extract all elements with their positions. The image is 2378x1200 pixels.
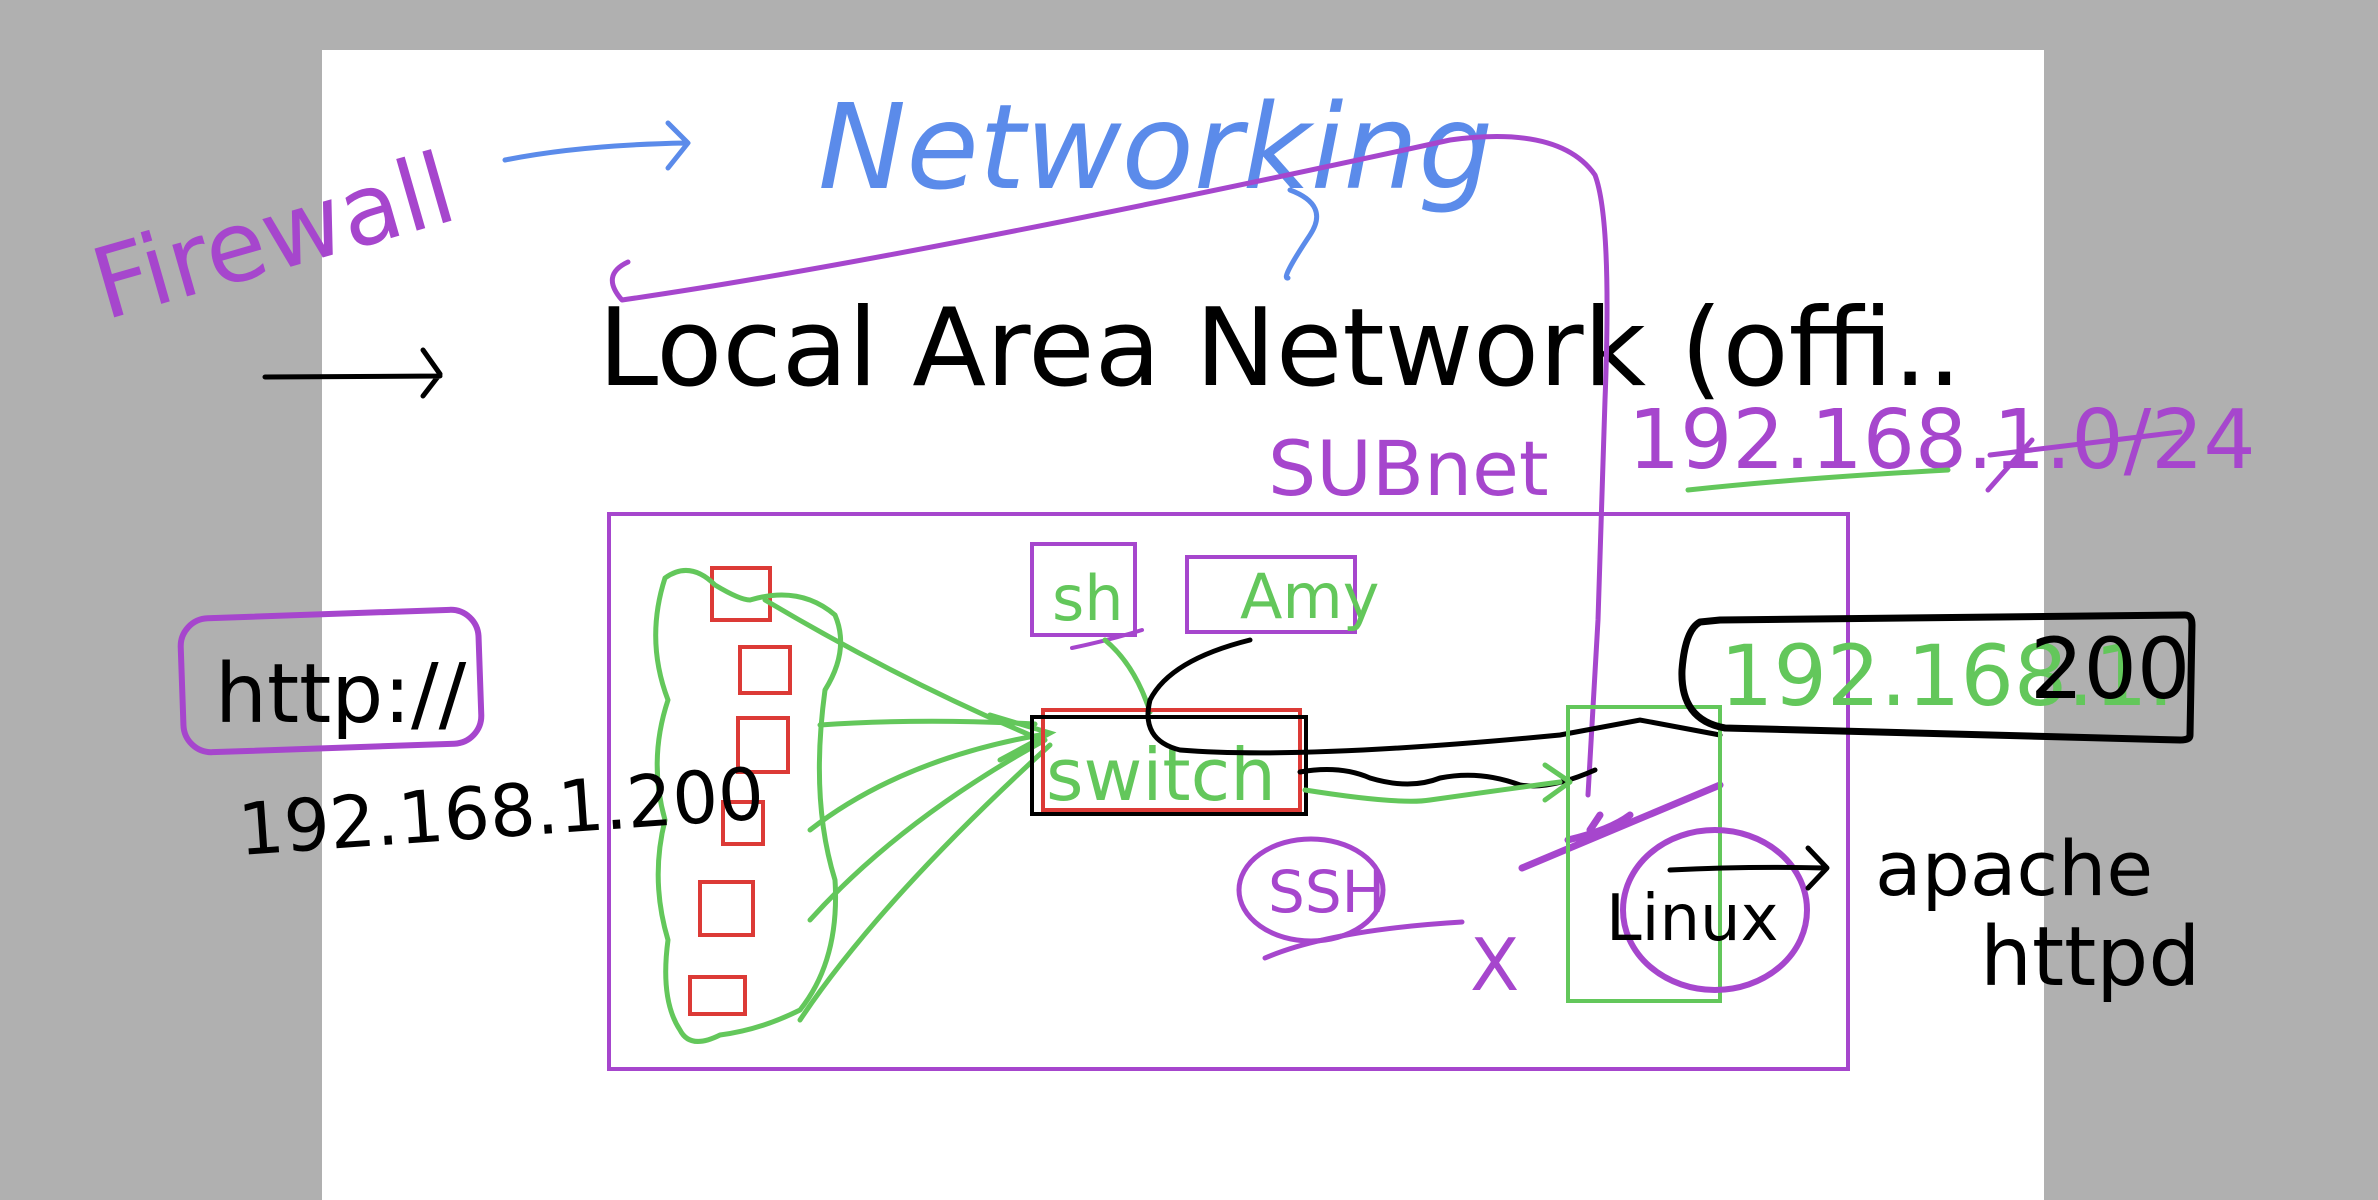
cidr-green-underline bbox=[1685, 467, 1951, 493]
client-device bbox=[688, 975, 747, 1016]
sh-box bbox=[1030, 542, 1137, 637]
linux-circle bbox=[1620, 827, 1810, 993]
linux-server-box bbox=[1566, 705, 1722, 1003]
httpd-label: httpd bbox=[1980, 910, 2200, 1005]
linux-label: Linux bbox=[1606, 882, 1778, 956]
lan-box bbox=[607, 512, 1850, 1071]
switch-box-red bbox=[1041, 708, 1302, 812]
lan-title: Local Area Network (offi.. bbox=[598, 286, 1962, 411]
server-ip-callout bbox=[1678, 611, 2196, 744]
client-device bbox=[721, 800, 765, 846]
subnet-cidr: 192.168.1.0/24 bbox=[1628, 393, 2256, 488]
cidr-purple-strike bbox=[1985, 429, 2183, 493]
firewall-label: Firewall bbox=[80, 132, 467, 343]
connector-lan-to-linux bbox=[610, 134, 1610, 798]
client-device bbox=[738, 645, 792, 695]
client-ip-label: 192.168.1.200 bbox=[235, 751, 766, 872]
http-box bbox=[177, 606, 485, 756]
subnet-label: SUBnet bbox=[1268, 424, 1549, 513]
switch-label: switch bbox=[1046, 733, 1276, 817]
client-device bbox=[698, 880, 755, 937]
server-ip-host: 200 bbox=[2030, 620, 2190, 718]
sh-label: sh bbox=[1052, 562, 1124, 635]
client-links bbox=[762, 597, 1057, 1023]
arrow-firewall-to-networking bbox=[502, 120, 691, 171]
ssh-label: SSH bbox=[1268, 858, 1385, 926]
arrow-linux-to-apache bbox=[1667, 845, 1830, 891]
sh-to-switch-link bbox=[1102, 637, 1153, 715]
client-group-outline bbox=[653, 568, 844, 1044]
http-label: http:// bbox=[215, 647, 467, 742]
networking-label: Networking bbox=[818, 78, 1493, 216]
amy-to-server-cable bbox=[1145, 637, 1723, 756]
apache-label: apache bbox=[1875, 824, 2153, 913]
switch-box-black bbox=[1030, 715, 1308, 816]
server-ip-prefix: 192.168.1. bbox=[1720, 627, 2174, 725]
amy-label: Amy bbox=[1240, 560, 1380, 633]
networking-tail bbox=[1283, 187, 1320, 281]
amy-box bbox=[1185, 555, 1357, 634]
blocked-cross: X bbox=[1470, 923, 1519, 1007]
arrow-lan bbox=[262, 347, 443, 399]
ssh-strike bbox=[1262, 919, 1465, 961]
sh-underline bbox=[1070, 628, 1144, 650]
client-device bbox=[710, 566, 772, 622]
server-firewall-slash bbox=[1518, 781, 1724, 872]
client-device bbox=[736, 716, 790, 774]
